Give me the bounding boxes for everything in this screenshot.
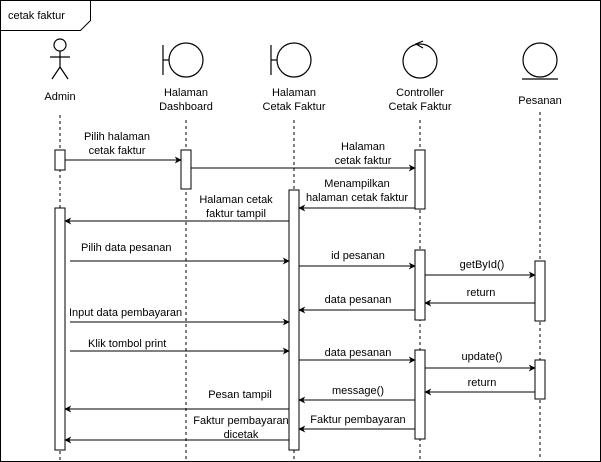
participant-label-pesanan: Pesanan [518,95,561,107]
activation-bar [414,149,426,210]
activation-bar [54,149,66,171]
boundary-icon [270,42,312,78]
activation-bar [288,189,300,451]
frame-title: cetak faktur [8,10,65,22]
message-label: Pesan tampil [208,389,272,401]
message-label: Faktur pembayaran [310,414,405,426]
activation-bar [54,207,66,451]
activation-bar [534,359,546,400]
activation-bar [180,149,192,190]
activation-bar [534,260,546,322]
activation-bar [414,249,426,321]
frame-title-tab [0,0,91,31]
actor-icon [50,38,70,80]
message-label: update() [462,351,503,363]
message-label: data pesanan [325,294,392,306]
message-label: Klik tombol print [88,338,166,350]
message-label: message() [332,385,384,397]
message-label: Pilih data pesanan [81,242,172,254]
message-label: return [468,377,497,389]
message-label: return [467,287,496,299]
message-label: Input data pembayaran [69,307,182,319]
message-label: data pesanan [325,347,392,359]
entity-icon [522,42,558,80]
participant-label-admin: Admin [44,91,75,103]
message-label: getById() [460,259,505,271]
activation-bar [414,349,426,440]
boundary-icon [162,42,204,78]
control-icon [402,40,438,79]
message-label: id pesanan [331,250,385,262]
